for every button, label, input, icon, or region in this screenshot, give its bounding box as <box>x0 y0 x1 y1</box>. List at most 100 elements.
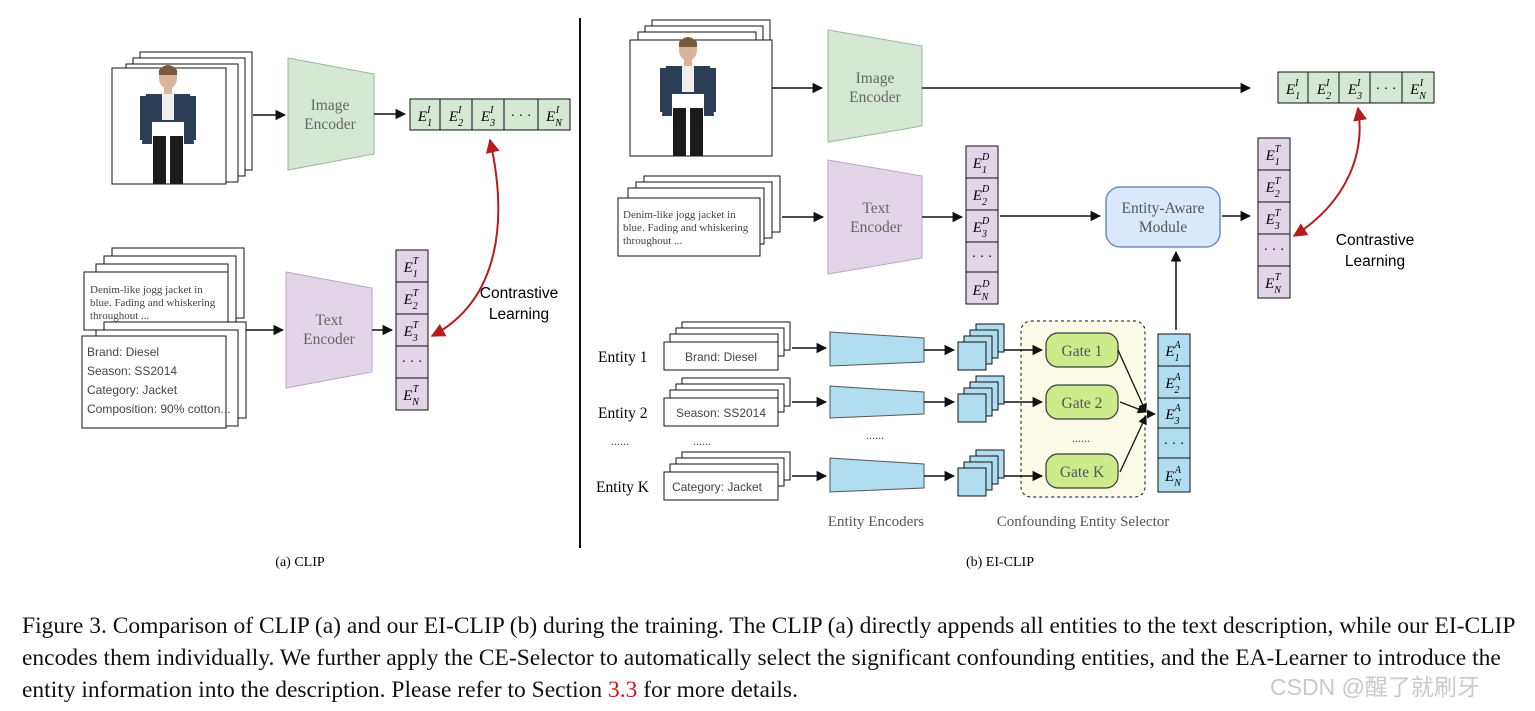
a-image-embedding-row: E1I E2I E3I · · · ENI <box>409 98 571 131</box>
svg-text:· · ·: · · · <box>1376 82 1397 97</box>
a-desc-line2: blue. Fading and whiskering <box>90 297 216 309</box>
a-image-stack <box>111 51 253 185</box>
entity-row-2: Entity 2 Season: SS2014 Gate 2 <box>598 375 1119 427</box>
entity-row-1: Entity 1 Brand: Diesel Gate 1 <box>598 321 1119 371</box>
a-text-encoder-line1: Text <box>315 312 343 329</box>
a-contrastive-line1: Contrastive <box>480 285 558 302</box>
caption-text-end: for more details. <box>637 677 798 703</box>
svg-text:· · ·: · · · <box>511 109 532 124</box>
a-desc-line1: Denim-like jogg jacket in <box>90 284 203 296</box>
b-contrastive-arrow <box>1292 106 1367 237</box>
gate-1-label: Gate 1 <box>1062 343 1103 360</box>
gate-k <box>1045 453 1119 489</box>
svg-text:END: END <box>971 279 990 303</box>
svg-text:E1T: E1T <box>1265 144 1282 168</box>
svg-text:E2D: E2D <box>972 184 990 208</box>
svg-text:E3I: E3I <box>1347 78 1362 102</box>
entity-encoders-label: Entity Encoders <box>828 514 924 530</box>
entity-k-value: Category: Jacket <box>672 480 763 494</box>
b-text-encoder-line2: Encoder <box>850 219 902 236</box>
entity-ellipsis-row: ...... ...... ...... ...... <box>611 428 1090 448</box>
svg-text:E1D: E1D <box>972 152 990 176</box>
svg-text:· · ·: · · · <box>1264 243 1285 258</box>
a-attribute-stack: Brand: Diesel Season: SS2014 Category: J… <box>81 321 247 429</box>
svg-text:E3D: E3D <box>972 216 990 240</box>
svg-text:......: ...... <box>866 428 884 442</box>
svg-text:· · ·: · · · <box>402 355 423 370</box>
svg-text:ENT: ENT <box>1264 272 1282 296</box>
b-image-stack <box>629 19 773 157</box>
svg-text:E3I: E3I <box>480 105 495 129</box>
entity-embedding-column: E1A E2A E3A · · · ENA <box>1157 333 1191 493</box>
a-attr-line2: Season: SS2014 <box>87 364 177 378</box>
svg-text:E3A: E3A <box>1164 403 1181 427</box>
svg-text:E3T: E3T <box>1265 208 1282 232</box>
b-image-encoder-line2: Encoder <box>849 89 901 106</box>
panel-b-label: (b) EI-CLIP <box>966 555 1034 570</box>
svg-text:E2I: E2I <box>448 105 463 129</box>
ea-module-line2: Module <box>1139 219 1187 236</box>
a-contrastive-line2: Learning <box>489 306 549 323</box>
b-description-embedding-column: E1D E2D E3D · · · END <box>965 145 999 305</box>
svg-text:ENI: ENI <box>1409 78 1427 102</box>
b-image-encoder-line1: Image <box>856 70 895 87</box>
panel-a-label: (a) CLIP <box>275 555 325 570</box>
svg-text:E2I: E2I <box>1316 78 1331 102</box>
a-contrastive-arrow <box>430 138 500 337</box>
a-description-stack: Denim-like jogg jacket in blue. Fading a… <box>83 247 245 335</box>
svg-text:......: ...... <box>693 434 711 448</box>
svg-text:ENA: ENA <box>1164 465 1182 489</box>
ea-module-box <box>1105 186 1221 248</box>
b-desc-line3: throughout ... <box>623 235 683 247</box>
entity-1-label: Entity 1 <box>598 349 648 366</box>
caption-text: Figure 3. Comparison of CLIP (a) and our… <box>22 613 1515 703</box>
gate-2-label: Gate 2 <box>1062 395 1103 412</box>
svg-text:E1A: E1A <box>1164 340 1181 364</box>
section-reference-link[interactable]: 3.3 <box>608 677 638 703</box>
gate-k-label: Gate K <box>1060 464 1105 481</box>
svg-text:E3T: E3T <box>403 320 420 344</box>
b-text-encoder-line1: Text <box>862 200 890 217</box>
entity-1-value: Brand: Diesel <box>685 350 757 364</box>
svg-text:E1I: E1I <box>1285 78 1300 102</box>
a-attr-line3: Category: Jacket <box>87 383 178 397</box>
b-desc-line1: Denim-like jogg jacket in <box>623 209 736 221</box>
gate-2 <box>1045 384 1119 420</box>
a-desc-line3: throughout ... <box>90 310 150 322</box>
ea-module-line1: Entity-Aware <box>1122 200 1205 217</box>
a-attr-line4: Composition: 90% cotton... <box>87 402 230 416</box>
b-description-stack: Denim-like jogg jacket in blue. Fading a… <box>617 175 781 257</box>
b-contrastive-line2: Learning <box>1345 253 1405 270</box>
a-text-encoder <box>285 271 373 389</box>
entity-k-encoder <box>829 457 925 493</box>
svg-text:ENI: ENI <box>545 105 563 129</box>
svg-text:E2A: E2A <box>1164 372 1181 396</box>
b-image-embedding-row: E1I E2I E3I · · · ENI <box>1277 71 1435 104</box>
svg-text:E1T: E1T <box>403 256 420 280</box>
a-text-embedding-column: E1T E2T E3T · · · ENT <box>395 249 429 411</box>
b-contrastive-line1: Contrastive <box>1336 232 1414 249</box>
entity-k-label: Entity K <box>596 479 650 496</box>
b-image-encoder <box>827 29 923 143</box>
entity-2-encoder <box>829 385 925 419</box>
a-attr-line1: Brand: Diesel <box>87 345 159 359</box>
entity-1-encoder <box>829 331 925 367</box>
a-image-encoder-line2: Encoder <box>304 116 356 133</box>
svg-text:ENT: ENT <box>402 384 420 408</box>
svg-text:E2T: E2T <box>1265 176 1282 200</box>
b-text-embedding-column: E1T E2T E3T · · · ENT <box>1257 137 1291 299</box>
watermark: CSDN @醒了就刷牙 <box>1270 674 1480 700</box>
selector-label: Confounding Entity Selector <box>997 514 1169 530</box>
entity-2-label: Entity 2 <box>598 405 648 422</box>
svg-text:E1I: E1I <box>417 105 432 129</box>
svg-text:· · ·: · · · <box>972 250 993 265</box>
a-image-encoder-line1: Image <box>311 97 350 114</box>
svg-text:E2T: E2T <box>403 288 420 312</box>
entity-2-value: Season: SS2014 <box>676 406 766 420</box>
a-text-encoder-line2: Encoder <box>303 331 355 348</box>
svg-text:......: ...... <box>1072 431 1090 445</box>
svg-text:· · ·: · · · <box>1164 437 1185 452</box>
a-image-encoder <box>287 57 375 171</box>
b-desc-line2: blue. Fading and whiskering <box>623 222 749 234</box>
figure-caption: Figure 3. Comparison of CLIP (a) and our… <box>22 610 1522 706</box>
